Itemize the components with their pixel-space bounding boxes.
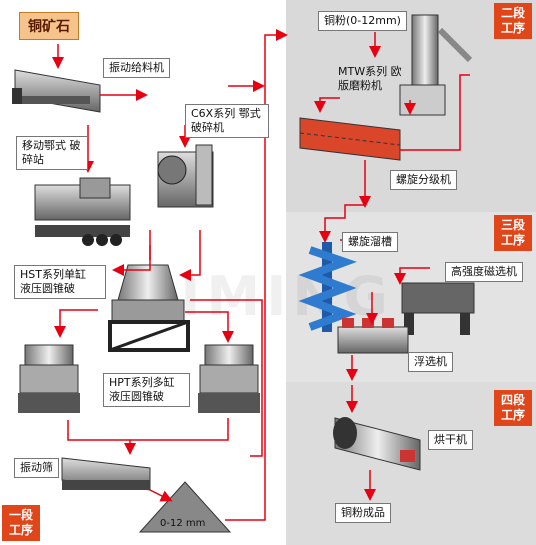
stage-tag-2: 二段 工序	[494, 3, 532, 39]
label-screen: 振动筛	[14, 458, 59, 478]
label-flotation: 浮选机	[408, 352, 453, 372]
stage-4-line1: 四段	[500, 393, 525, 407]
label-mtw: MTW系列 欧版磨粉机	[338, 65, 402, 92]
label-dryer: 烘干机	[428, 430, 473, 450]
stage-1-line1: 一段	[8, 508, 33, 522]
label-spiral-chute: 螺旋溜槽	[342, 232, 398, 252]
spiral-classifier-image	[299, 117, 401, 161]
stage-tag-4: 四段 工序	[494, 390, 532, 426]
label-product: 铜粉成品	[335, 503, 391, 523]
stage-tag-3: 三段 工序	[494, 215, 532, 251]
stage-tag-1: 一段 工序	[2, 505, 40, 541]
label-pile: 0-12 mm	[160, 518, 206, 529]
stage-3-line1: 三段	[500, 218, 525, 232]
hst-cone-image	[108, 264, 190, 352]
label-magnetic: 高强度磁选机	[445, 262, 523, 282]
label-hst: HST系列单缸 液压圆锥破	[14, 265, 106, 299]
vibrating-feeder-image	[12, 69, 101, 113]
label-copper-powder: 铜粉(0-12mm)	[318, 11, 407, 31]
vibrating-screen-image	[61, 457, 151, 491]
mtw-mill-image	[399, 14, 473, 116]
c6x-crusher-image	[157, 144, 214, 208]
stage-2-line2: 工序	[500, 21, 525, 35]
flotation-image	[337, 318, 409, 354]
stage-4-line2: 工序	[500, 408, 525, 422]
dryer-image	[333, 417, 421, 471]
hpt-cone-left-image	[18, 344, 80, 413]
stockpile-image	[138, 481, 232, 533]
stage-3-line2: 工序	[500, 233, 525, 247]
hpt-cone-right-image	[198, 344, 260, 413]
stage-1-line2: 工序	[8, 523, 33, 537]
label-hpt: HPT系列多缸 液压圆锥破	[103, 373, 190, 407]
label-mobile-crusher: 移动鄂式 破碎站	[16, 136, 88, 170]
magnetic-separator-image	[401, 282, 475, 335]
label-c6x: C6X系列 鄂式破碎机	[185, 104, 269, 138]
stage-2-line1: 二段	[500, 6, 525, 20]
label-spiral-classifier: 螺旋分级机	[390, 170, 457, 190]
title: 铜矿石	[19, 12, 79, 40]
spiral-chute-image	[298, 242, 357, 332]
label-feeder: 振动给料机	[103, 58, 170, 78]
mobile-crusher-image	[34, 177, 131, 246]
